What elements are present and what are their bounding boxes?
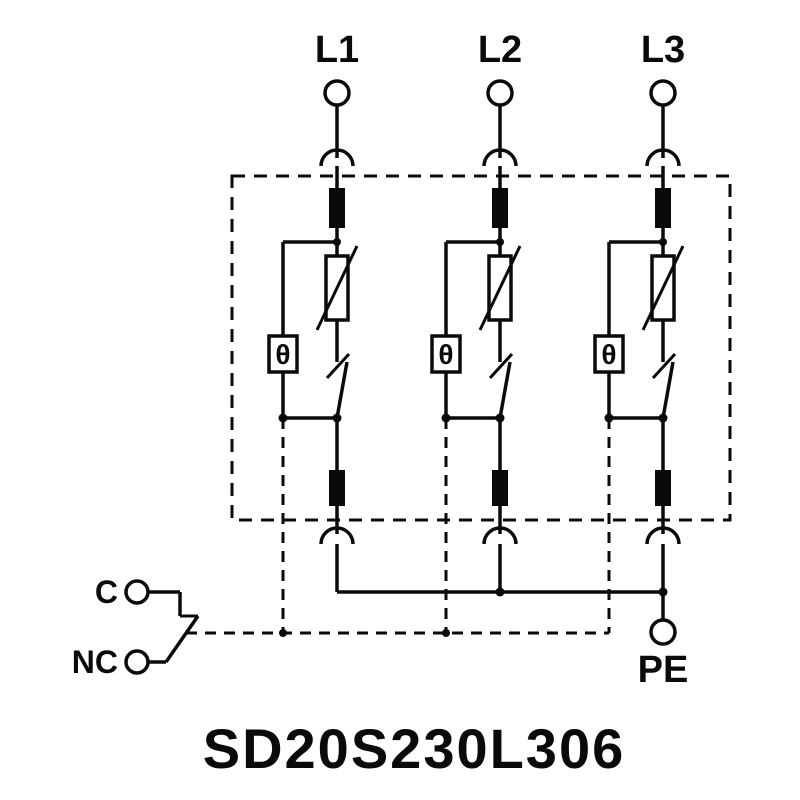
switch-contact-tick-icon [651, 352, 677, 380]
plug-contact-bottom-icon [319, 526, 355, 545]
nc-contact-symbol [148, 590, 200, 664]
thermal-sensor-l2: θ [430, 334, 462, 374]
junction-dot [659, 238, 667, 246]
nc-blade-icon [164, 615, 200, 663]
terminal-l3 [649, 79, 677, 107]
disconnect-element-bottom-icon [329, 470, 345, 506]
junction-dot [332, 413, 342, 423]
plug-contact-bottom-icon [482, 526, 518, 545]
varistor-diagonal-icon [315, 245, 359, 331]
terminal-l1 [323, 79, 351, 107]
terminal-pe [649, 618, 677, 646]
junction-dot [658, 413, 668, 423]
contact-label-c: C [95, 574, 118, 610]
junction-dot [279, 629, 287, 637]
module-l2: L2 θ [430, 29, 522, 633]
pe-label: PE [638, 649, 689, 691]
theta-symbol: θ [601, 339, 616, 370]
terminal-l2 [486, 79, 514, 107]
contact-label-nc: NC [72, 644, 118, 680]
varistor-diagonal-icon [641, 245, 685, 331]
disconnect-element-bottom-icon [492, 470, 508, 506]
disconnect-element-top-icon [329, 188, 345, 228]
disconnect-element-top-icon [655, 188, 671, 228]
switch-contact-tick-icon [325, 352, 351, 380]
plug-contact-top-icon [482, 148, 518, 167]
switch-blade-icon [498, 361, 512, 419]
module-l1: L1 θ [267, 29, 359, 633]
thermal-sensor-l1: θ [267, 334, 299, 374]
varistor-l1 [315, 245, 359, 331]
junction-dot [495, 587, 505, 597]
varistor-l2 [478, 245, 522, 331]
disconnect-element-bottom-icon [655, 470, 671, 506]
module-l2-wiring [444, 105, 518, 592]
module-l1-wiring [281, 105, 355, 592]
junction-dot [495, 413, 505, 423]
spd-enclosure-outline [230, 174, 732, 522]
terminal-c [124, 579, 150, 605]
junction-dot [333, 238, 341, 246]
switch-blade-icon [661, 361, 675, 419]
switch-blade-icon [335, 361, 349, 419]
junction-dot [496, 238, 504, 246]
terminal-nc [124, 649, 150, 675]
plug-contact-bottom-icon [645, 526, 681, 545]
varistor-l3 [641, 245, 685, 331]
plug-contact-top-icon [645, 148, 681, 167]
varistor-diagonal-icon [478, 245, 522, 331]
thermal-sensor-l3: θ [593, 334, 625, 374]
model-number: SD20S230L306 [203, 717, 626, 780]
phase-label-l2: L2 [478, 29, 522, 71]
module-l3: L3 θ [593, 29, 685, 633]
remote-signal-contact: C NC [72, 574, 609, 680]
switch-contact-tick-icon [488, 352, 514, 380]
junction-dot [442, 629, 450, 637]
phase-label-l3: L3 [641, 29, 685, 71]
disconnect-element-top-icon [492, 188, 508, 228]
module-l3-wiring [607, 105, 681, 592]
plug-contact-top-icon [319, 148, 355, 167]
phase-label-l1: L1 [315, 29, 359, 71]
theta-symbol: θ [438, 339, 453, 370]
theta-symbol: θ [275, 339, 290, 370]
pe-bus: PE [337, 587, 689, 691]
